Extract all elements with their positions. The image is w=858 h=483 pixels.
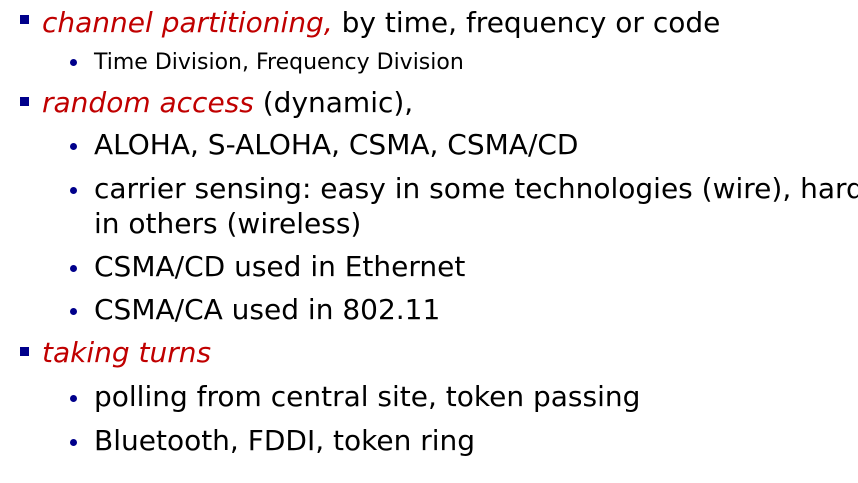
square-bullet-icon (20, 97, 29, 106)
sub-bullet-continued: in others (wireless) (94, 207, 362, 240)
square-bullet-icon (20, 347, 29, 356)
round-bullet-icon (70, 187, 77, 194)
round-bullet-icon (70, 308, 77, 315)
emphasis-text: random access (42, 86, 254, 119)
round-bullet-icon (70, 265, 77, 272)
sub-bullet: carrier sensing: easy in some technologi… (94, 172, 858, 205)
bullet-channel-partitioning: channel partitioning, by time, frequency… (42, 9, 720, 37)
sub-bullet: Bluetooth, FDDI, token ring (94, 424, 476, 457)
emphasis-text: taking turns (42, 336, 212, 369)
emphasis-text: channel partitioning, (42, 6, 333, 39)
bullet-random-access: random access (dynamic), (42, 89, 413, 117)
sub-bullet: polling from central site, token passing (94, 380, 641, 413)
sub-bullet: ALOHA, S-ALOHA, CSMA, CSMA/CD (94, 128, 579, 161)
round-bullet-icon (70, 395, 77, 402)
bullet-text: (dynamic), (253, 86, 414, 119)
sub-bullet: Time Division, Frequency Division (94, 50, 464, 75)
round-bullet-icon (70, 439, 77, 446)
sub-bullet: CSMA/CD used in Ethernet (94, 250, 466, 283)
round-bullet-icon (70, 143, 77, 150)
round-bullet-icon (70, 59, 77, 66)
bullet-taking-turns: taking turns (42, 339, 211, 367)
sub-bullet: CSMA/CA used in 802.11 (94, 293, 441, 326)
square-bullet-icon (20, 15, 29, 24)
bullet-text: by time, frequency or code (332, 6, 721, 39)
